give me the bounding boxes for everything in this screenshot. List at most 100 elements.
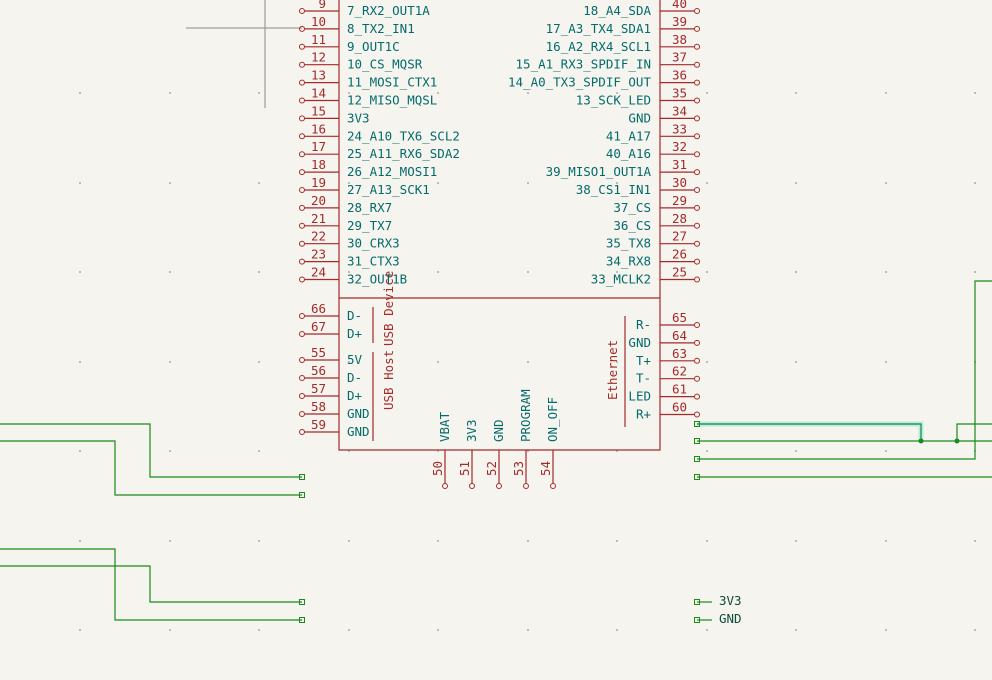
wire[interactable] bbox=[0, 440, 302, 496]
pin-number: 57 bbox=[311, 381, 326, 396]
pin-number: 59 bbox=[311, 417, 326, 432]
pin-number: 39 bbox=[672, 14, 687, 29]
pin-number: 9 bbox=[318, 0, 326, 11]
pin-number: 31 bbox=[672, 157, 687, 172]
wire[interactable] bbox=[697, 280, 992, 460]
pin-number: 38 bbox=[672, 32, 687, 47]
pin-name: 27_A13_SCK1 bbox=[347, 182, 430, 197]
pin-number: 54 bbox=[538, 461, 553, 476]
pin[interactable]: 63T+ bbox=[636, 346, 700, 368]
junction bbox=[918, 438, 924, 444]
usb-host-label: USB Host bbox=[381, 350, 396, 410]
pin[interactable]: 39 17_A3_TX4_SDA1 bbox=[546, 14, 700, 36]
pin[interactable]: 65R- bbox=[636, 310, 700, 332]
wire[interactable] bbox=[0, 565, 302, 603]
wire[interactable] bbox=[0, 548, 302, 621]
pin-number: 36 bbox=[672, 68, 687, 83]
wire[interactable] bbox=[956, 423, 992, 441]
wire[interactable] bbox=[697, 423, 922, 441]
net-label-gnd[interactable]: GND bbox=[719, 611, 742, 626]
pin-number: 33 bbox=[672, 121, 687, 136]
pin-name: 38_CS1_IN1 bbox=[576, 182, 651, 197]
pin-name: 33_MCLK2 bbox=[591, 272, 651, 287]
pin[interactable]: 36 14_A0_TX3_SPDIF_OUT bbox=[508, 68, 700, 90]
pin-name: 40_A16 bbox=[606, 146, 651, 161]
pin-number: 22 bbox=[311, 229, 326, 244]
pin[interactable]: 59 GND bbox=[299, 417, 370, 439]
pin[interactable]: 62T- bbox=[636, 364, 700, 386]
pin-name: D- bbox=[347, 370, 362, 385]
pin-name: ON_OFF bbox=[545, 397, 560, 442]
wire[interactable] bbox=[0, 423, 302, 478]
pin-name: 17_A3_TX4_SDA1 bbox=[546, 21, 651, 36]
pin-name: D+ bbox=[347, 326, 362, 341]
pin-number: 17 bbox=[311, 139, 326, 154]
pin-name: T- bbox=[636, 371, 651, 386]
junction bbox=[954, 438, 960, 444]
pin-number: 24 bbox=[311, 265, 326, 280]
pin-name: 14_A0_TX3_SPDIF_OUT bbox=[508, 75, 651, 90]
pin-number: 15 bbox=[311, 103, 326, 118]
wire-end bbox=[694, 617, 700, 623]
pin[interactable]: 54 ON_OFF bbox=[538, 397, 560, 489]
pin-name: 26_A12_MOSI1 bbox=[347, 164, 437, 179]
pin-name: 10_CS_MQSR bbox=[347, 57, 423, 72]
pin-number: 40 bbox=[672, 0, 687, 11]
pin[interactable]: 60R+ bbox=[636, 400, 700, 422]
selected-wire-highlight bbox=[697, 421, 924, 441]
net-label-3v3[interactable]: 3V3 bbox=[719, 593, 742, 608]
pin-name: GND bbox=[347, 424, 370, 439]
pin-number: 64 bbox=[672, 328, 687, 343]
pin-number: 52 bbox=[484, 461, 499, 476]
pin-number: 61 bbox=[672, 382, 687, 397]
wire-end bbox=[299, 599, 305, 605]
pin-name: 15_A1_RX3_SPDIF_IN bbox=[516, 57, 651, 72]
